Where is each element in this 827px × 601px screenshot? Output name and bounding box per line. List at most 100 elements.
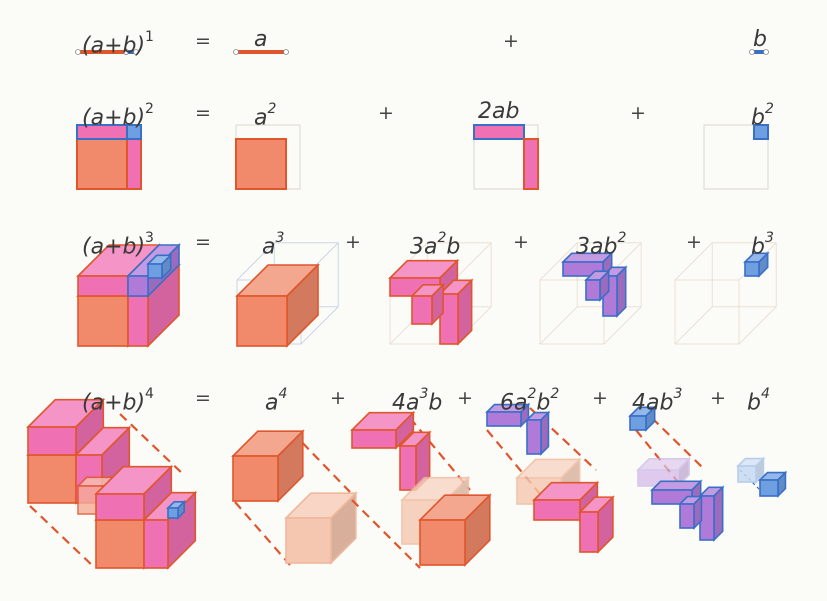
term-text: 4ab — [632, 390, 674, 416]
term-exponent: 3 — [275, 230, 285, 246]
term-6a2b2-slab-side — [578, 495, 615, 554]
box-front-face — [95, 493, 145, 521]
wire-front — [674, 279, 740, 345]
lhs-base: (a+b) — [82, 234, 146, 260]
expansion-term: b3 — [751, 229, 774, 259]
box-side-face — [616, 265, 627, 318]
segment-endpoint — [763, 49, 769, 55]
box-front-face — [285, 517, 332, 564]
box-side-face — [713, 485, 724, 542]
term-text: 2ab — [478, 99, 520, 124]
box-front-face — [77, 275, 129, 297]
box-front-face — [351, 429, 397, 449]
box-front-face — [526, 419, 542, 455]
term-2ab-top — [473, 124, 525, 140]
lhs-power-4: (a+b)4 — [82, 385, 154, 415]
box-front-face — [579, 511, 599, 553]
box-front-face — [77, 295, 129, 347]
plus-sign: + — [686, 231, 702, 253]
expansion-term: 3ab2 — [576, 229, 626, 259]
square-b2 — [126, 124, 142, 140]
lhs-power-2: (a+b)2 — [82, 100, 154, 130]
term-3ab2-rod-depth — [584, 269, 611, 302]
term-a4-cube-back — [231, 429, 305, 503]
box-front-face — [232, 455, 279, 502]
hyper-edge — [651, 417, 706, 471]
wire-edge — [300, 306, 339, 345]
segment-endpoint — [283, 49, 289, 55]
term-exponent: 2 — [527, 386, 537, 402]
term-text: 3a — [410, 234, 438, 260]
lhs-base: (a+b) — [82, 390, 146, 416]
term-exponent: 3 — [419, 386, 429, 402]
term-text: 4a — [392, 390, 420, 416]
wire-edge — [453, 242, 492, 281]
term-a2-square — [235, 138, 287, 190]
box-front-face — [486, 411, 522, 427]
box-front-face — [27, 426, 77, 456]
box-front-face — [147, 263, 163, 279]
expansion-term: 4a3b — [392, 385, 442, 415]
box-front-face — [419, 519, 466, 566]
box-front-face — [127, 295, 149, 347]
term-b4-cube — [758, 470, 788, 498]
wire-edge — [539, 306, 578, 345]
hyper-edge — [29, 505, 96, 569]
term-b2-square — [753, 124, 769, 140]
wire-back — [711, 242, 777, 308]
term-exponent: 2 — [617, 230, 627, 246]
lhs-exponent: 3 — [145, 230, 154, 246]
term-4a3b-slab-a — [350, 410, 416, 450]
rect-ab-side — [126, 138, 142, 190]
term-text: b — [751, 105, 765, 131]
lhs-exponent: 2 — [145, 101, 154, 117]
expansion-term: b — [753, 28, 767, 52]
term-exponent: 4 — [278, 386, 288, 402]
term-exponent: 2 — [550, 386, 560, 402]
equals-sign: = — [195, 30, 211, 52]
box-front-face — [585, 279, 601, 301]
equals-sign: = — [195, 102, 211, 124]
plus-sign: + — [710, 387, 726, 409]
term-4ab3-rod-depth — [678, 494, 704, 530]
square-a2 — [76, 138, 128, 190]
lhs-power-3: (a+b)3 — [82, 229, 154, 259]
term-exponent: 2 — [764, 101, 774, 117]
term-text: b — [751, 234, 765, 260]
plus-sign: + — [630, 102, 646, 124]
term-4a3b-slab-b — [398, 430, 432, 492]
expansion-term: a — [254, 28, 267, 52]
expansion-term: 4ab3 — [632, 385, 682, 415]
plus-sign: + — [592, 387, 608, 409]
hyper-b-corner — [166, 499, 187, 520]
plus-sign: + — [513, 231, 529, 253]
expansion-term: a2 — [254, 100, 276, 130]
hyper-slab-top-front — [94, 464, 174, 522]
segment-endpoint — [133, 49, 139, 55]
term-b4-ghost — [736, 456, 766, 484]
expansion-term: a3 — [262, 229, 284, 259]
box-front-face — [759, 479, 779, 497]
box-front-face — [439, 293, 459, 345]
segment-endpoint — [75, 49, 81, 55]
box-front-face — [143, 519, 169, 569]
term-exponent: 2 — [267, 101, 277, 117]
term-exponent: 4 — [760, 386, 770, 402]
box-front-face — [737, 465, 757, 483]
term-4ab3-rod-side — [698, 485, 725, 542]
equals-sign: = — [195, 231, 211, 253]
expansion-term: b4 — [747, 385, 770, 415]
wire-edge — [236, 242, 275, 281]
ghost-outline — [703, 124, 769, 190]
term-text: b — [446, 234, 461, 260]
box-front-face — [95, 519, 145, 569]
box-front-face — [27, 454, 77, 504]
box-front-face — [399, 445, 417, 491]
term-6a2b2-rod-2 — [525, 410, 551, 456]
wire-edge — [539, 242, 578, 281]
box-front-face — [236, 295, 288, 347]
term-text: b — [536, 390, 551, 416]
hyper-edge — [234, 501, 291, 566]
term-text: 3ab — [576, 234, 618, 260]
